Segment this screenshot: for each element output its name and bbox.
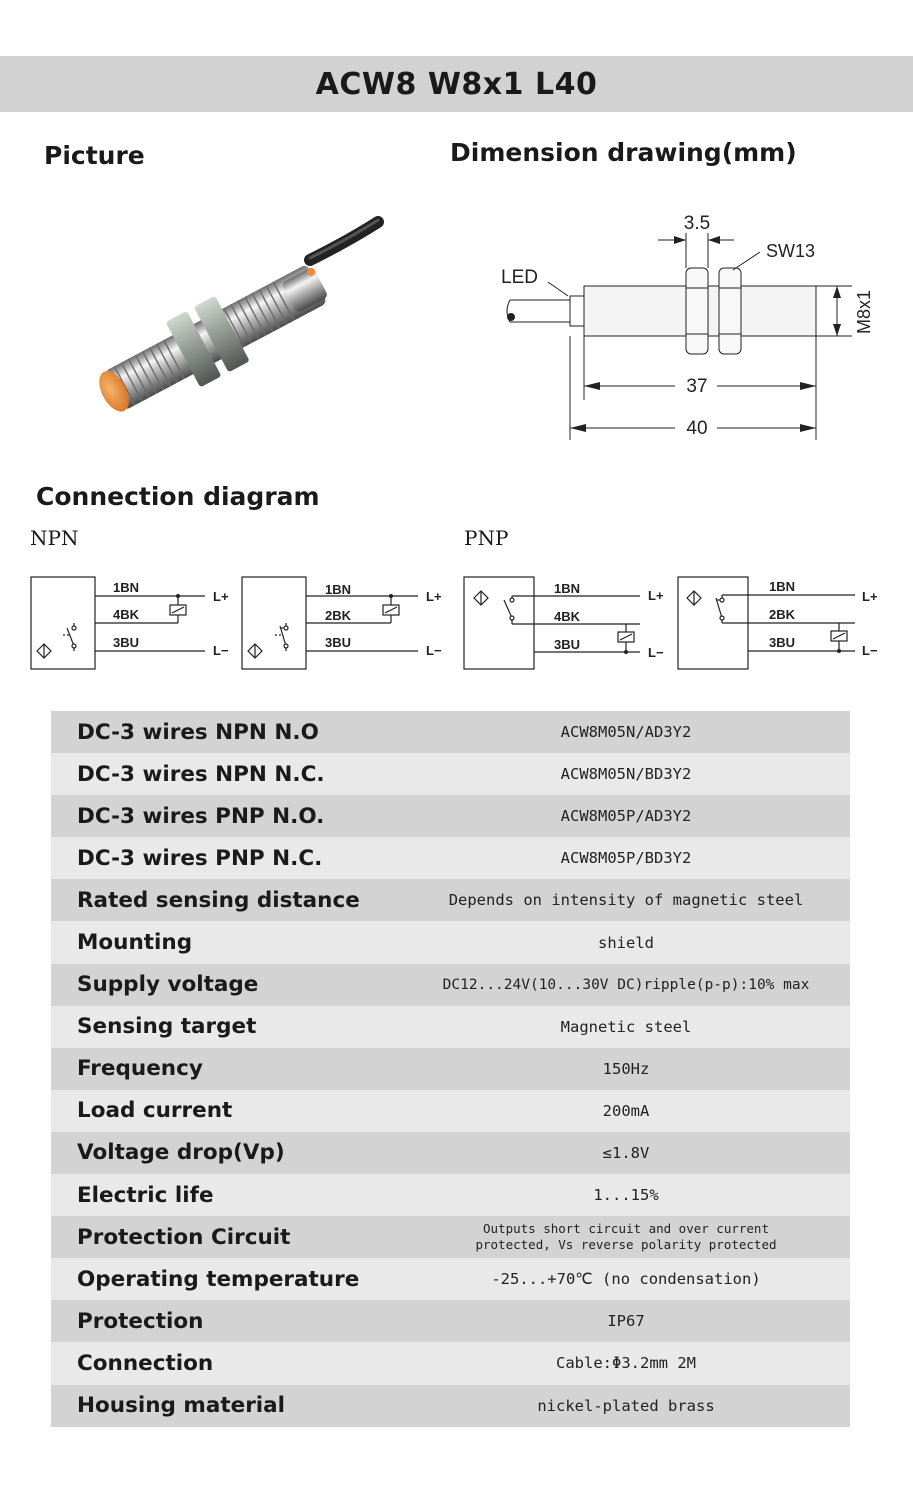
spec-label: Voltage drop(Vp) xyxy=(77,1140,285,1166)
table-row: Frequency 150Hz xyxy=(51,1047,850,1090)
npn-no-lm: L− xyxy=(213,643,229,658)
pnp-nc-w2: 2BK xyxy=(769,607,796,622)
spec-label: Protection xyxy=(77,1308,204,1334)
spec-value: ACW8M05N/AD3Y2 xyxy=(560,723,692,742)
spec-value: Cable:Φ3.2mm 2M xyxy=(556,1354,696,1373)
table-row: Voltage drop(Vp) ≤1.8V xyxy=(51,1131,850,1175)
pnp-nc-lp: L+ xyxy=(862,589,878,604)
spec-label: Operating temperature xyxy=(77,1266,360,1292)
spec-label: DC-3 wires NPN N.C. xyxy=(77,761,325,787)
spec-value: Outputs short circuit and over current p… xyxy=(475,1221,777,1253)
dimension-arrows xyxy=(507,236,841,432)
connection-heading: Connection diagram xyxy=(36,482,320,511)
spec-label: DC-3 wires PNP N.C. xyxy=(77,845,323,871)
title-bar: ACW8 W8x1 L40 xyxy=(0,56,913,112)
npn-nc-lp: L+ xyxy=(426,589,442,604)
npn-nc-lm: L− xyxy=(426,643,442,658)
spec-label: Protection Circuit xyxy=(77,1224,291,1250)
spec-label: Electric life xyxy=(77,1182,214,1208)
spec-value: ACW8M05P/BD3Y2 xyxy=(560,849,692,868)
table-row: DC-3 wires PNP N.C. ACW8M05P/BD3Y2 xyxy=(51,837,850,880)
dim-thread: M8x1 xyxy=(854,290,874,334)
page-title: ACW8 W8x1 L40 xyxy=(315,66,598,102)
dim-total-length: 40 xyxy=(686,418,707,439)
spec-value: ≤1.8V xyxy=(602,1143,650,1162)
dim-wrench: SW13 xyxy=(766,241,815,261)
dim-body-length: 37 xyxy=(686,376,707,397)
table-row: Load current 200mA xyxy=(51,1089,850,1132)
spec-value: shield xyxy=(598,933,654,952)
spec-value: -25...+70℃ (no condensation) xyxy=(491,1270,761,1289)
spec-label: Supply voltage xyxy=(77,972,259,998)
spec-value: IP67 xyxy=(607,1312,645,1331)
table-row: DC-3 wires NPN N.O ACW8M05N/AD3Y2 xyxy=(51,711,850,754)
spec-value: 200mA xyxy=(602,1101,650,1120)
spec-value: 150Hz xyxy=(602,1059,650,1078)
spec-value: ACW8M05P/AD3Y2 xyxy=(560,807,692,826)
dimension-lines xyxy=(506,233,852,440)
table-row: DC-3 wires PNP N.O. ACW8M05P/AD3Y2 xyxy=(51,795,850,838)
wiring-npn-nc xyxy=(241,576,418,670)
spec-value: nickel-plated brass xyxy=(537,1396,715,1415)
npn-no-w2: 4BK xyxy=(113,607,140,622)
spec-table: DC-3 wires NPN N.O ACW8M05N/AD3Y2 DC-3 wi… xyxy=(51,711,850,1427)
pnp-label: PNP xyxy=(464,526,509,550)
spec-label: Mounting xyxy=(77,930,193,956)
spec-label: Sensing target xyxy=(77,1014,257,1040)
spec-label: Housing material xyxy=(77,1393,286,1419)
spec-label: Load current xyxy=(77,1098,233,1124)
npn-no-w1: 1BN xyxy=(113,580,139,595)
npn-nc-w3: 3BU xyxy=(325,635,351,650)
table-row: Sensing target Magnetic steel xyxy=(51,1005,850,1048)
table-row: Mounting shield xyxy=(51,921,850,964)
pnp-no-w3: 3BU xyxy=(554,637,580,652)
wiring-pnp-nc xyxy=(677,576,855,670)
npn-nc-w1: 1BN xyxy=(325,582,351,597)
wiring-diagrams: 1BN 4BK 3BU L+ L− 1BN 2BK 3BU L+ L− 1BN … xyxy=(30,576,878,670)
dim-led: LED xyxy=(501,267,538,288)
table-row: Protection Circuit Outputs short circuit … xyxy=(51,1216,850,1259)
npn-no-lp: L+ xyxy=(213,589,229,604)
spec-value: 1...15% xyxy=(593,1186,659,1205)
product-image xyxy=(99,216,384,412)
npn-no-w3: 3BU xyxy=(113,635,139,650)
spec-value: Depends on intensity of magnetic steel xyxy=(448,891,804,910)
spec-value: Magnetic steel xyxy=(560,1017,692,1036)
dimension-drawing: 3.5 SW13 LED M8x1 37 40 xyxy=(501,213,874,440)
table-row: Supply voltage DC12...24V(10...30V DC)rip… xyxy=(51,963,850,1006)
wiring-pnp-no xyxy=(463,576,640,670)
dimension-heading: Dimension drawing(mm) xyxy=(450,138,797,167)
pnp-no-w1: 1BN xyxy=(554,581,580,596)
pnp-no-lm: L− xyxy=(648,645,664,660)
spec-label: Rated sensing distance xyxy=(77,887,360,913)
pnp-nc-w1: 1BN xyxy=(769,579,795,594)
pnp-nc-lm: L− xyxy=(862,643,878,658)
npn-nc-w2: 2BK xyxy=(325,608,352,623)
pnp-no-lp: L+ xyxy=(648,588,664,603)
dim-thread-width: 3.5 xyxy=(684,213,710,234)
spec-label: DC-3 wires NPN N.O xyxy=(77,719,319,745)
table-row: Electric life 1...15% xyxy=(51,1174,850,1217)
spec-label: Connection xyxy=(77,1350,214,1376)
spec-value: DC12...24V(10...30V DC)ripple(p-p):10% m… xyxy=(442,976,810,993)
npn-label: NPN xyxy=(30,526,79,550)
spec-label: Frequency xyxy=(77,1056,203,1082)
table-row: Protection IP67 xyxy=(51,1300,850,1343)
picture-heading: Picture xyxy=(44,141,145,170)
table-row: Housing material nickel-plated brass xyxy=(51,1384,850,1427)
pnp-nc-w3: 3BU xyxy=(769,635,795,650)
table-row: Operating temperature -25...+70℃ (no cond… xyxy=(51,1258,850,1301)
table-row: Connection Cable:Φ3.2mm 2M xyxy=(51,1342,850,1385)
spec-label: DC-3 wires PNP N.O. xyxy=(77,803,325,829)
pnp-no-w2: 4BK xyxy=(554,609,581,624)
table-row: DC-3 wires NPN N.C. ACW8M05N/BD3Y2 xyxy=(51,753,850,796)
spec-value: ACW8M05N/BD3Y2 xyxy=(560,765,692,784)
wiring-npn-no xyxy=(30,576,205,670)
table-row: Rated sensing distance Depends on intensi… xyxy=(51,879,850,922)
